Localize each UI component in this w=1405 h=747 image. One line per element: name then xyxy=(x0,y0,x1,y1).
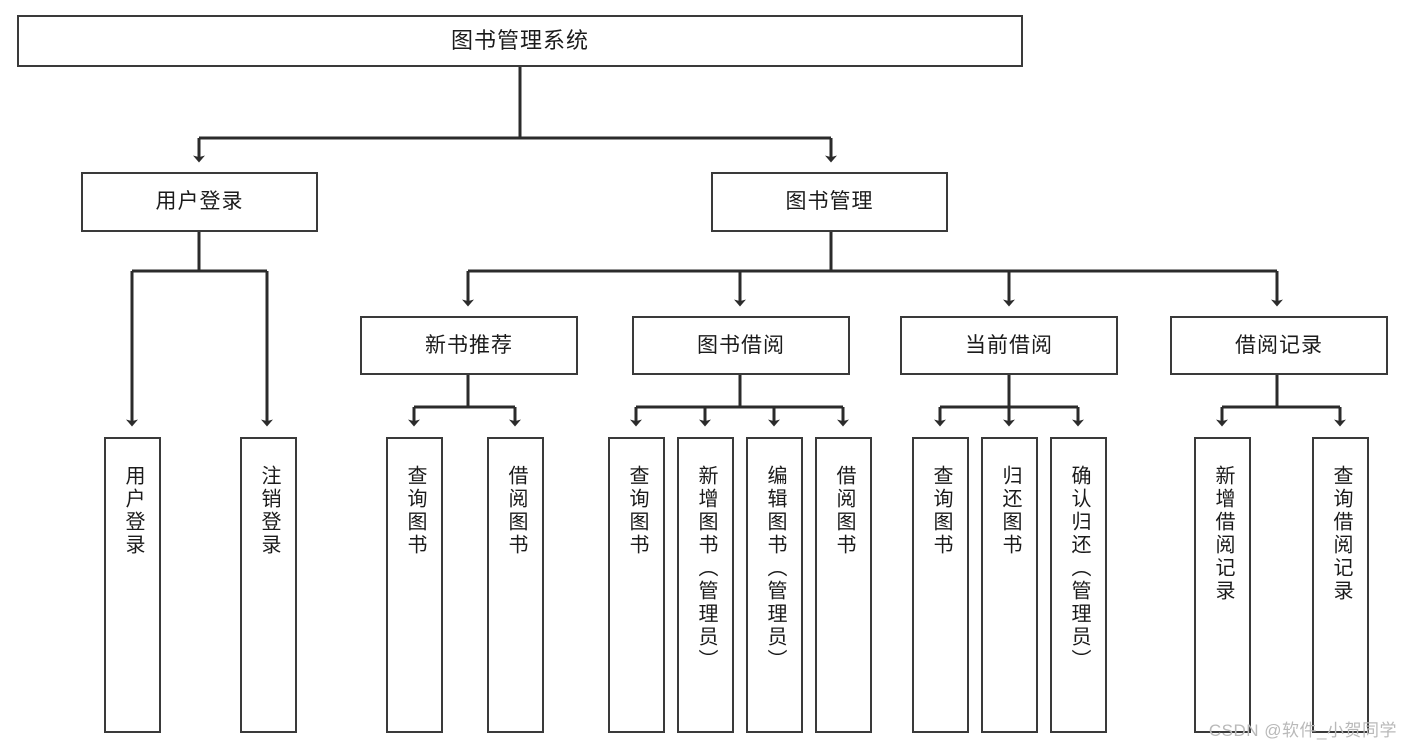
node-book-borrow[interactable]: 图书借阅 xyxy=(632,316,850,375)
leaf-book-borrow-borrow-book[interactable]: 借阅图书 xyxy=(815,437,872,733)
node-current-borrow[interactable]: 当前借阅 xyxy=(900,316,1118,375)
node-user-login[interactable]: 用户登录 xyxy=(81,172,318,232)
node-label: 编辑图书（管理员） xyxy=(764,465,786,672)
leaf-user-login-logout[interactable]: 注销登录 xyxy=(240,437,297,733)
node-label: 归还图书 xyxy=(999,465,1021,557)
node-label: 借阅记录 xyxy=(1235,333,1323,357)
node-label: 图书管理系统 xyxy=(450,27,589,53)
leaf-borrow-record-query-record[interactable]: 查询借阅记录 xyxy=(1312,437,1369,733)
leaf-book-borrow-query-book[interactable]: 查询图书 xyxy=(608,437,665,733)
node-label: 查询借阅记录 xyxy=(1330,465,1352,603)
node-root-book-management-system[interactable]: 图书管理系统 xyxy=(17,15,1023,67)
node-label: 借阅图书 xyxy=(505,465,527,557)
node-label: 用户登录 xyxy=(122,465,144,557)
node-label: 注销登录 xyxy=(258,465,280,557)
node-label: 借阅图书 xyxy=(833,465,855,557)
node-label: 新增图书（管理员） xyxy=(695,465,717,672)
node-label: 图书借阅 xyxy=(697,333,785,357)
node-label: 新书推荐 xyxy=(425,333,513,357)
node-label: 确认归还（管理员） xyxy=(1068,465,1090,672)
leaf-user-login-login[interactable]: 用户登录 xyxy=(104,437,161,733)
leaf-book-borrow-add-book-admin[interactable]: 新增图书（管理员） xyxy=(677,437,734,733)
node-label: 图书管理 xyxy=(785,190,874,214)
leaf-new-book-borrow-book[interactable]: 借阅图书 xyxy=(487,437,544,733)
node-new-book-recommend[interactable]: 新书推荐 xyxy=(360,316,578,375)
node-book-management[interactable]: 图书管理 xyxy=(711,172,948,232)
node-label: 用户登录 xyxy=(155,190,244,214)
leaf-new-book-query-book[interactable]: 查询图书 xyxy=(386,437,443,733)
node-label: 新增借阅记录 xyxy=(1212,465,1234,603)
node-label: 查询图书 xyxy=(404,465,426,557)
csdn-watermark: CSDN @软件_小贺同学 xyxy=(1208,721,1397,740)
leaf-book-borrow-edit-book-admin[interactable]: 编辑图书（管理员） xyxy=(746,437,803,733)
node-label: 查询图书 xyxy=(930,465,952,557)
node-borrow-record[interactable]: 借阅记录 xyxy=(1170,316,1388,375)
leaf-borrow-record-add-record[interactable]: 新增借阅记录 xyxy=(1194,437,1251,733)
leaf-current-borrow-return-book[interactable]: 归还图书 xyxy=(981,437,1038,733)
leaf-current-borrow-confirm-return-admin[interactable]: 确认归还（管理员） xyxy=(1050,437,1107,733)
leaf-current-borrow-query-book[interactable]: 查询图书 xyxy=(912,437,969,733)
node-label: 查询图书 xyxy=(626,465,648,557)
node-label: 当前借阅 xyxy=(965,333,1053,357)
